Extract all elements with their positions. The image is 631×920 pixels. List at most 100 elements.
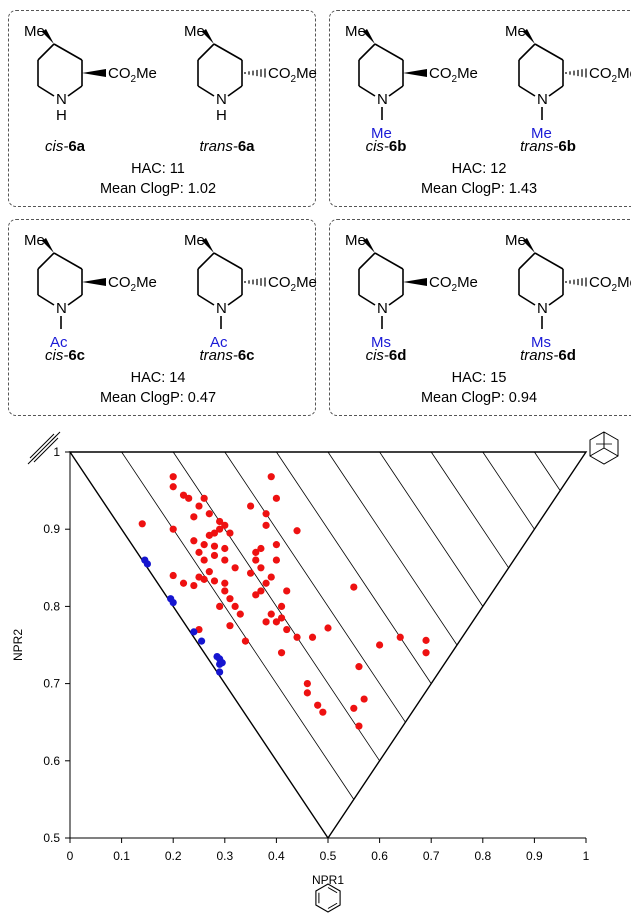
bond: [53, 43, 83, 61]
ester-wedge: [82, 69, 106, 77]
red-data-point: [179, 579, 188, 587]
hatch-line: [224, 451, 406, 723]
n-substituent-label: Ms: [531, 334, 551, 351]
nitrogen-label: N: [56, 300, 67, 317]
hatch-line: [482, 451, 535, 530]
blue-data-point: [216, 668, 224, 676]
bond: [388, 294, 404, 306]
trans-compound-name: trans-6a: [187, 138, 267, 155]
stereo-prefix: cis-: [44, 347, 69, 364]
nitrogen-label: N: [537, 300, 548, 317]
hatch-line: [379, 451, 484, 607]
blue-data-point: [218, 659, 226, 667]
bond: [374, 252, 404, 270]
red-data-point: [267, 473, 275, 481]
compound-code: 6d: [388, 347, 407, 364]
red-data-point: [303, 689, 311, 697]
ester-label: CO2Me: [268, 65, 317, 85]
compound-code: 6c: [68, 347, 85, 364]
red-data-point: [262, 521, 270, 529]
bond: [374, 43, 404, 61]
cis-compound-name: cis-6b: [346, 138, 426, 155]
red-data-point: [221, 579, 229, 587]
stereo-prefix: cis-: [365, 347, 389, 364]
x-tick-label: 0: [67, 849, 74, 863]
red-data-point: [303, 680, 311, 688]
bond: [213, 43, 243, 61]
bond: [388, 85, 404, 97]
methyl-wedge: [523, 238, 535, 253]
red-data-point: [293, 633, 301, 641]
bond: [197, 43, 215, 61]
red-data-point: [262, 510, 270, 518]
ester-wedge: [403, 278, 427, 286]
methyl-label: Me: [184, 23, 205, 40]
red-data-point: [308, 633, 317, 641]
red-data-point: [190, 537, 198, 545]
hatch-line: [327, 451, 458, 646]
red-data-point: [200, 494, 208, 502]
x-tick-label: 0.1: [113, 849, 130, 863]
blue-data-point: [190, 628, 198, 636]
compound-code: 6b: [388, 138, 407, 155]
red-data-point: [236, 610, 244, 618]
ester-wedge: [403, 69, 427, 77]
x-axis-label: NPR1: [312, 873, 344, 887]
methyl-wedge: [42, 238, 54, 253]
x-tick-label: 1: [583, 849, 590, 863]
stereo-prefix: cis-: [365, 138, 389, 155]
red-data-point: [267, 573, 275, 581]
red-data-point: [360, 695, 368, 703]
compound-code: 6c: [237, 347, 255, 364]
bond: [358, 85, 376, 97]
bond: [548, 85, 564, 97]
red-data-point: [221, 587, 229, 595]
compound-code: 6b: [558, 138, 576, 155]
adamantane-sphere-icon: [589, 431, 619, 465]
blue-data-point: [197, 637, 206, 645]
ester-label: CO2Me: [108, 65, 157, 85]
nitrogen-label: N: [537, 91, 548, 108]
ester-label: CO2Me: [589, 274, 631, 294]
methyl-label: Me: [345, 232, 366, 249]
red-data-point: [200, 575, 208, 583]
hac-value: HAC: 15: [451, 370, 507, 386]
red-data-point: [355, 663, 363, 671]
stereo-prefix: trans-: [520, 347, 559, 364]
red-data-point: [257, 544, 265, 553]
npr-triangle: [68, 451, 588, 840]
red-data-point: [226, 595, 234, 603]
nitrogen-label: N: [56, 91, 67, 108]
bond: [518, 294, 536, 306]
red-data-point: [376, 641, 384, 649]
y-tick-label: 0.5: [43, 831, 60, 845]
red-data-point: [272, 541, 280, 549]
x-tick-label: 0.5: [320, 849, 337, 863]
red-data-point: [272, 618, 280, 626]
red-data-point: [169, 473, 177, 481]
red-data-point: [200, 541, 208, 549]
red-data-point: [272, 556, 280, 564]
red-data-point: [267, 610, 275, 618]
methyl-wedge: [363, 238, 375, 253]
red-data-point: [169, 525, 177, 533]
mean-clogp-value: Mean ClogP: 1.43: [420, 181, 538, 197]
n-substituent-label: Me: [531, 125, 552, 142]
hatch-line: [172, 451, 380, 762]
bond: [197, 85, 215, 97]
trans-compound-name: trans-6c: [187, 347, 267, 364]
mean-clogp-value: Mean ClogP: 0.94: [420, 390, 538, 406]
bond: [67, 85, 83, 97]
red-data-point: [262, 618, 270, 626]
red-data-point: [210, 551, 219, 560]
red-data-point: [422, 649, 430, 657]
methyl-wedge: [202, 29, 214, 44]
bond: [197, 294, 215, 306]
compound-code: 6a: [68, 138, 85, 155]
red-data-point: [241, 637, 250, 645]
hac-value: HAC: 14: [130, 370, 186, 386]
red-data-point: [252, 591, 260, 599]
x-tick-label: 0.2: [165, 849, 182, 863]
y-axis-label: NPR2: [11, 629, 25, 661]
stereo-prefix: cis-: [44, 138, 69, 155]
